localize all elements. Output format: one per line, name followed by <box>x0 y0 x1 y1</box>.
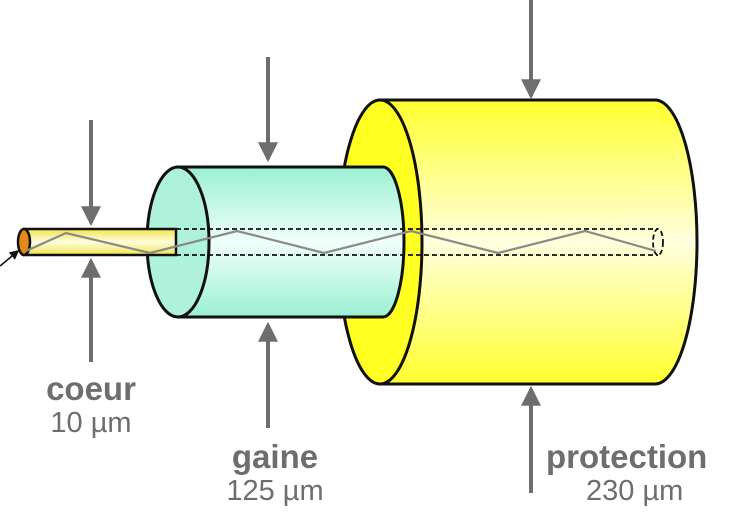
gaine-label: gaine 125 µm <box>200 440 350 506</box>
coeur-name: coeur <box>46 370 136 407</box>
coeur-label: coeur 10 µm <box>28 372 154 438</box>
incoming-ray-arrow <box>0 249 20 267</box>
gaine-size: 125 µm <box>226 475 324 507</box>
coeur-size: 10 µm <box>50 407 132 439</box>
protection-label: protection 230 µm <box>546 440 740 506</box>
coeur-cylinder <box>16 227 178 257</box>
dimension-arrows <box>81 0 541 493</box>
gaine-cylinder <box>145 165 406 319</box>
coeur-face <box>16 227 32 257</box>
gaine-name: gaine <box>231 438 319 475</box>
protection-size: 230 µm <box>586 475 684 507</box>
light-ray <box>25 229 657 255</box>
protection-name: protection <box>546 438 708 475</box>
core-hidden-outline <box>176 228 664 256</box>
